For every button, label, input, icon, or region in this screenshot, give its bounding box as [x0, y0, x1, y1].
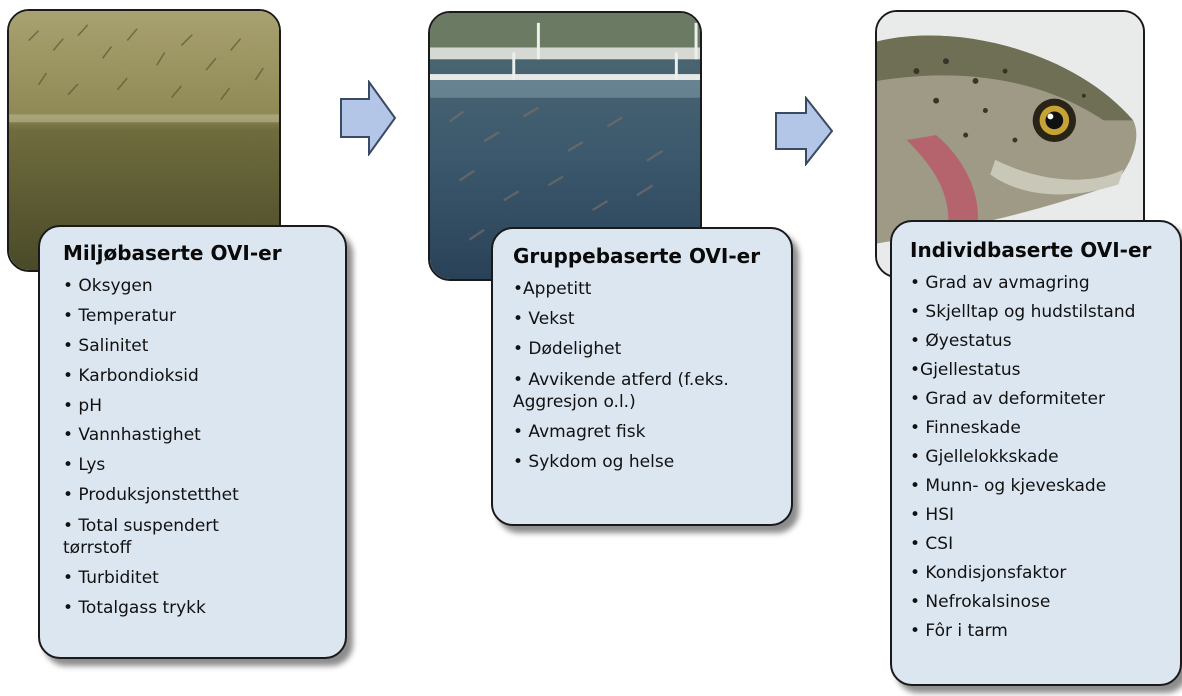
list-item: • Nefrokalsinose [910, 592, 1051, 612]
list-item: • Salinitet [63, 335, 149, 356]
list-item: • Øyestatus [910, 331, 1012, 351]
list-item: • Avmagret fisk [513, 422, 646, 442]
list-item: • Turbiditet [63, 568, 159, 589]
list-item: •Gjellestatus [910, 360, 1021, 380]
list-item: • Skjelltap og hudstilstand [910, 302, 1136, 322]
list-item: • Vekst [513, 309, 575, 329]
group-ovi-box: Gruppebaserte OVI-er •Appetitt • Vekst •… [491, 227, 793, 526]
box-title: Gruppebaserte OVI-er [513, 244, 761, 268]
indicator-list: •Appetitt • Vekst • Dødelighet • Avviken… [513, 279, 781, 473]
list-item: • Oksygen [63, 276, 153, 296]
list-item: • Produksjonstetthet [63, 485, 239, 506]
list-item: • Lys [63, 455, 106, 476]
list-item: • Temperatur [63, 305, 177, 326]
list-item: • Avvikende atferd (f.eks. Aggresjon o.l… [513, 370, 729, 412]
individual-ovi-box: Individbaserte OVI-er • Grad av avmagrin… [890, 220, 1182, 686]
list-item: • Total suspendert tørrstoff [63, 516, 219, 559]
list-item: • Grad av deformiteter [910, 389, 1105, 409]
box-title: Miljøbaserte OVI-er [63, 241, 282, 265]
right-arrow-icon [340, 80, 397, 156]
list-item: • Karbondioksid [63, 365, 199, 386]
indicator-list: • Oksygen • Temperatur • Salinitet • Kar… [63, 276, 335, 619]
list-item: •Appetitt [513, 279, 592, 299]
list-item: • Munn- og kjeveskade [910, 476, 1107, 496]
list-item: • pH [63, 395, 103, 416]
right-arrow-icon [775, 96, 834, 166]
list-item: • Sykdom og helse [513, 452, 675, 472]
list-item: • CSI [910, 534, 954, 554]
list-item: • Kondisjonsfaktor [910, 563, 1067, 583]
list-item: • Grad av avmagring [910, 273, 1090, 293]
list-item: • HSI [910, 505, 955, 525]
list-item: • Dødelighet [513, 339, 622, 359]
list-item: • Vannhastighet [63, 425, 201, 446]
list-item: • Totalgass trykk [63, 597, 206, 618]
list-item: • Fôr i tarm [910, 621, 1008, 641]
indicator-list: • Grad av avmagring • Skjelltap og hudst… [910, 273, 1174, 642]
list-item: • Finneskade [910, 418, 1021, 438]
environment-ovi-box: Miljøbaserte OVI-er • Oksygen • Temperat… [38, 225, 347, 659]
box-title: Individbaserte OVI-er [910, 238, 1152, 262]
list-item: • Gjellelokkskade [910, 447, 1059, 467]
